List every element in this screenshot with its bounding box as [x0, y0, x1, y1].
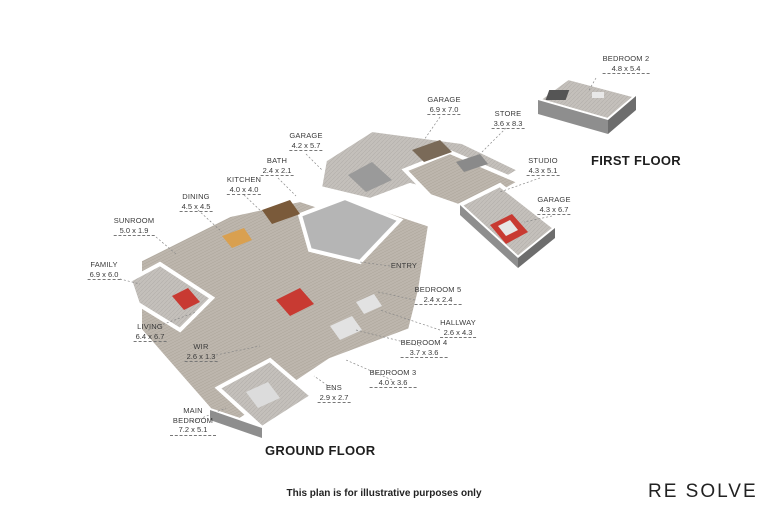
room-label-garage-main: GARAGE 6.9 x 7.0: [427, 95, 461, 115]
room-label-sunroom: SUNROOM 5.0 x 1.9: [113, 216, 155, 236]
room-label-living: LIVING 6.4 x 6.7: [133, 322, 167, 342]
ground-floor-block: [127, 195, 433, 438]
room-label-store: STORE 3.6 x 8.3: [491, 109, 525, 129]
room-label-dining: DINING 4.5 x 4.5: [179, 192, 213, 212]
room-label-entry: ENTRY: [391, 261, 417, 271]
room-name: ENTRY: [390, 261, 418, 270]
room-dimensions: 6.4 x 6.7: [133, 331, 167, 342]
room-name: MAIN BEDROOM: [172, 406, 214, 425]
room-name: HALLWAY: [440, 318, 476, 327]
room-dimensions: 2.4 x 2.4: [414, 295, 462, 305]
first-floor-block: [533, 75, 641, 134]
room-label-bath: BATH 2.4 x 2.1: [260, 156, 294, 176]
room-label-ens: ENS 2.9 x 2.7: [317, 383, 351, 403]
room-name: DINING: [182, 192, 210, 201]
room-name: WIR: [193, 342, 209, 351]
room-dimensions: 4.0 x 3.6: [369, 378, 417, 388]
room-dimensions: 4.3 x 5.1: [526, 165, 560, 176]
first-floor-title: FIRST FLOOR: [591, 153, 681, 168]
room-label-bedroom-5: BEDROOM 5 2.4 x 2.4: [414, 285, 462, 305]
room-label-bedroom-2: BEDROOM 2 4.8 x 5.4: [602, 54, 650, 74]
logo-text: RE SOLVE: [648, 481, 758, 502]
room-dimensions: 2.6 x 1.3: [184, 351, 218, 362]
room-name: FAMILY: [90, 260, 118, 269]
room-dimensions: 7.2 x 5.1: [170, 425, 216, 436]
room-dimensions: 5.0 x 1.9: [113, 226, 155, 236]
room-label-studio: STUDIO 4.3 x 5.1: [526, 156, 560, 176]
room-dimensions: 2.4 x 2.1: [260, 165, 294, 176]
room-label-wir: WIR 2.6 x 1.3: [184, 342, 218, 362]
ground-floor-title: GROUND FLOOR: [265, 443, 376, 458]
room-label-family: FAMILY 6.9 x 6.0: [87, 260, 121, 280]
room-dimensions: 4.0 x 4.0: [226, 185, 262, 195]
room-dimensions: 3.7 x 3.6: [400, 348, 448, 358]
room-name: BEDROOM 5: [414, 285, 462, 294]
room-dimensions: 4.5 x 4.5: [179, 201, 213, 212]
room-name: BEDROOM 4: [400, 338, 448, 347]
room-dimensions: 4.8 x 5.4: [602, 64, 650, 74]
room-label-hallway: HALLWAY 2.6 x 4.3: [440, 318, 476, 338]
room-name: BEDROOM 2: [602, 54, 650, 63]
room-name: STORE: [494, 109, 522, 118]
room-name: GARAGE: [289, 131, 323, 140]
right-wing-block: [317, 127, 559, 268]
room-name: SUNROOM: [113, 216, 155, 225]
room-label-bedroom-4: BEDROOM 4 3.7 x 3.6: [400, 338, 448, 358]
room-name: ENS: [325, 383, 343, 392]
room-name: LIVING: [137, 322, 163, 331]
room-name: BATH: [266, 156, 288, 165]
leader-lines: [119, 77, 597, 423]
room-dimensions: 4.2 x 5.7: [289, 141, 323, 151]
room-name: STUDIO: [528, 156, 558, 165]
room-dimensions: 2.9 x 2.7: [317, 392, 351, 403]
resolve-logo: RE SOLVE: [648, 481, 756, 502]
room-label-garage-small: GARAGE 4.2 x 5.7: [289, 131, 323, 151]
room-label-main-bedroom: MAIN BEDROOM 7.2 x 5.1: [170, 406, 216, 436]
room-dimensions: 2.6 x 4.3: [440, 328, 476, 338]
room-name: GARAGE: [427, 95, 461, 104]
room-name: GARAGE: [537, 195, 571, 204]
disclaimer-text: This plan is for illustrative purposes o…: [286, 488, 482, 499]
room-label-garage-right: GARAGE 4.3 x 6.7: [537, 195, 571, 215]
room-label-kitchen: KITCHEN 4.0 x 4.0: [226, 175, 262, 195]
room-label-bedroom-3: BEDROOM 3 4.0 x 3.6: [369, 368, 417, 388]
room-dimensions: 4.3 x 6.7: [537, 205, 571, 215]
room-dimensions: 6.9 x 6.0: [87, 269, 121, 280]
room-dimensions: 3.6 x 8.3: [491, 118, 525, 129]
room-dimensions: 6.9 x 7.0: [427, 105, 461, 115]
room-name: KITCHEN: [226, 175, 262, 184]
room-name: BEDROOM 3: [369, 368, 417, 377]
